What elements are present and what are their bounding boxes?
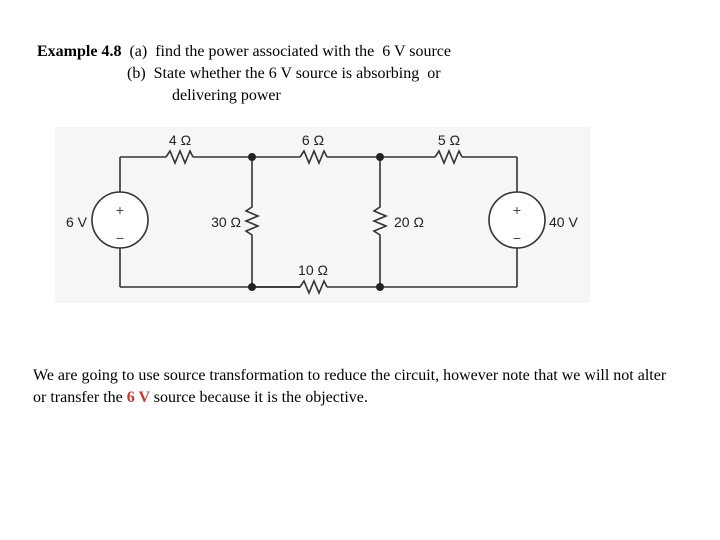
label-5-ohm: 5 Ω <box>438 132 460 148</box>
node-top-1 <box>248 153 256 161</box>
resistor-4-ohm <box>165 148 194 166</box>
circuit-wires <box>91 148 546 296</box>
explanation-highlight: 6 V <box>126 389 154 406</box>
source-40v-circle <box>488 191 546 249</box>
circuit-svg: + − + − 4 Ω 6 Ω 5 Ω 30 Ω 20 Ω 10 Ω 6 V 4… <box>66 132 578 296</box>
source-6v-circle <box>91 191 149 249</box>
label-40-volt: 40 V <box>549 214 578 230</box>
explanation-paragraph: We are going to use source transformatio… <box>33 365 683 409</box>
label-6-ohm: 6 Ω <box>302 132 324 148</box>
resistor-20-ohm <box>371 157 389 287</box>
resistor-6-ohm <box>299 148 328 166</box>
label-4-ohm: 4 Ω <box>169 132 191 148</box>
resistor-5-ohm <box>434 148 463 166</box>
node-bottom-1 <box>248 283 256 291</box>
resistor-10-ohm <box>252 278 328 296</box>
example-label: Example 4.8 <box>37 43 122 60</box>
label-30-ohm: 30 Ω <box>211 214 241 230</box>
part-a-text: (a) find the power associated with the 6… <box>121 43 451 60</box>
resistor-30-ohm <box>243 157 261 287</box>
label-10-ohm: 10 Ω <box>298 262 328 278</box>
problem-line-1: Example 4.8 (a) find the power associate… <box>37 41 451 63</box>
part-b-text: (b) State whether the 6 V source is abso… <box>127 65 441 82</box>
node-top-2 <box>376 153 384 161</box>
explanation-text-1: We are going to use source transformatio… <box>33 367 667 406</box>
source-40v-plus: + <box>513 202 521 218</box>
label-20-ohm: 20 Ω <box>394 214 424 230</box>
circuit-nodes <box>248 153 384 291</box>
node-bottom-2 <box>376 283 384 291</box>
source-40v-minus: − <box>513 230 521 246</box>
label-6-volt: 6 V <box>66 214 88 230</box>
circuit-diagram: + − + − 4 Ω 6 Ω 5 Ω 30 Ω 20 Ω 10 Ω 6 V 4… <box>55 127 590 303</box>
part-b-continuation: delivering power <box>172 87 281 104</box>
problem-statement: Example 4.8 (a) find the power associate… <box>37 41 451 107</box>
explanation-text-2: source because it is the objective. <box>153 389 368 406</box>
source-6v-minus: − <box>116 230 124 246</box>
source-6v-plus: + <box>116 202 124 218</box>
